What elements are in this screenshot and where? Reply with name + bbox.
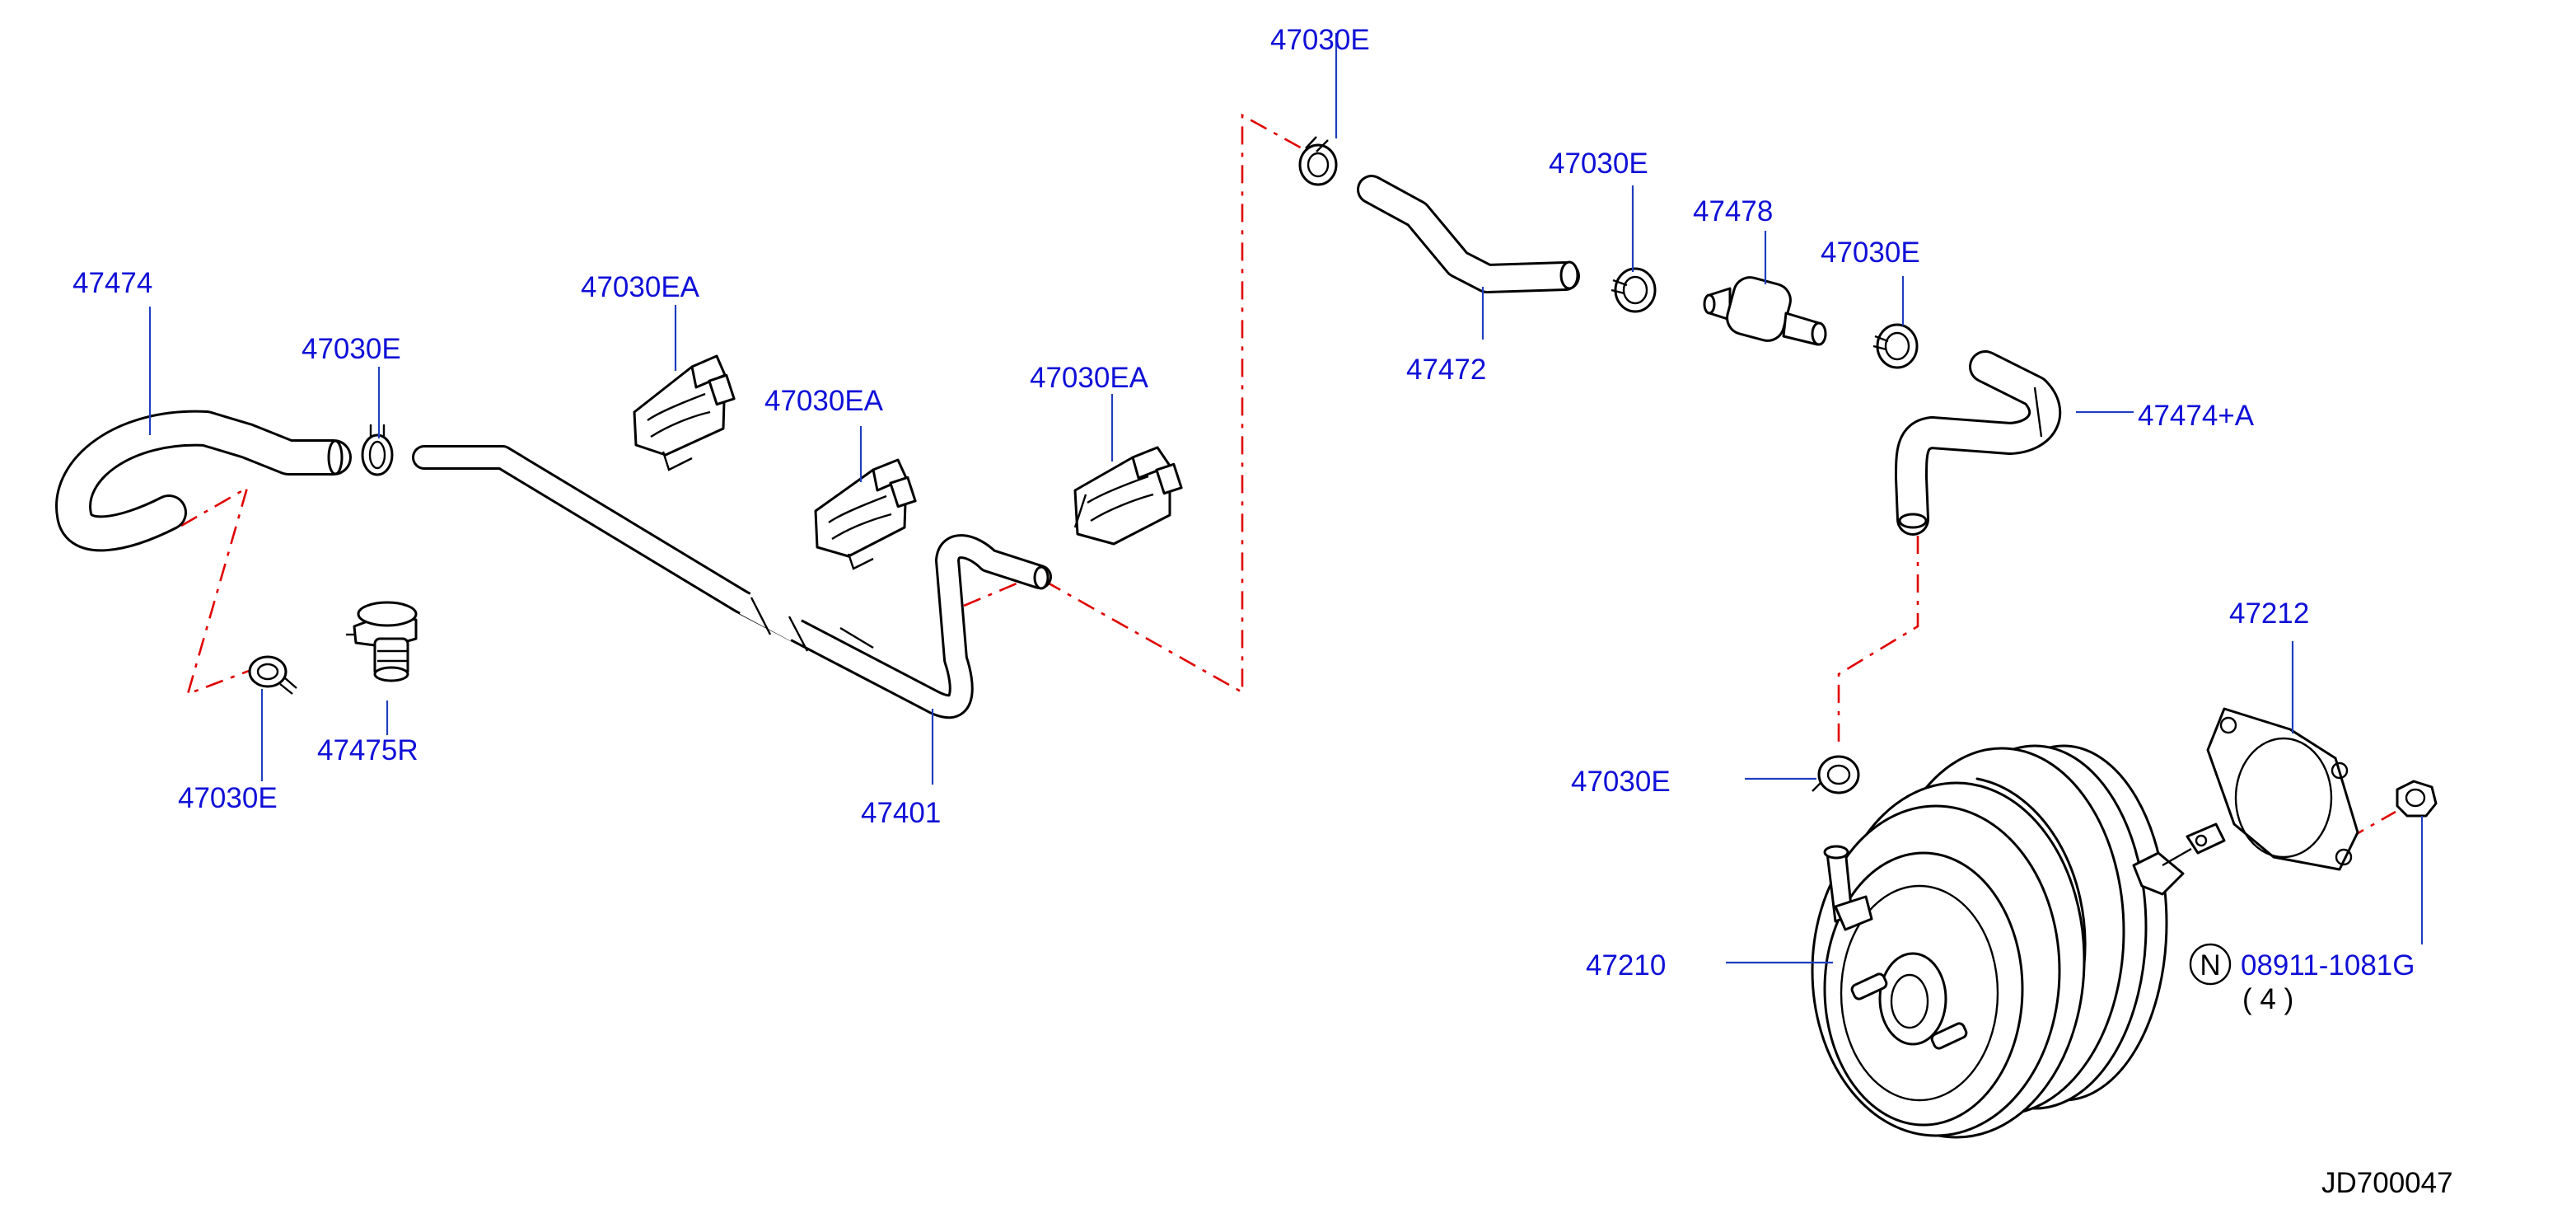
clamp-47030E-booster-part — [1812, 755, 1860, 794]
hose-47472-part — [1357, 175, 1580, 293]
booster-vacuum-fitting — [1823, 845, 1873, 931]
guide-hose-to-booster — [1837, 536, 1919, 742]
clip-47030EA-top-part — [633, 354, 736, 471]
label-47474: 47474 — [72, 267, 152, 299]
label-47210: 47210 — [1586, 949, 1666, 982]
guide-47474-to-clamp — [180, 485, 263, 696]
booster-pushrod — [2132, 822, 2226, 896]
clip-47030EA-mid-part — [814, 458, 917, 570]
label-47030E-bottom-left: 47030E — [178, 782, 278, 814]
clamp-47030E-top-part — [1298, 136, 1338, 186]
hose-47474A-part — [1895, 350, 2062, 536]
label-47030E-top: 47030E — [1270, 24, 1370, 56]
clamp-47030E-mid-part — [1611, 267, 1657, 313]
label-47030E-right: 47030E — [1821, 237, 1920, 269]
label-47030EA-right: 47030EA — [1030, 362, 1149, 394]
nut-symbol-circle — [2189, 943, 2232, 986]
diagram-code: JD700047 — [2321, 1167, 2453, 1199]
label-47030E-mid: 47030E — [1549, 148, 1648, 180]
label-47030EA-mid: 47030EA — [764, 385, 884, 417]
label-nut-quantity: ( 4 ) — [2242, 983, 2293, 1015]
guide-47401-to-clamp-top — [1044, 113, 1315, 695]
label-47030EA-top: 47030EA — [581, 271, 700, 303]
label-nut-part-number: 08911-1081G — [2241, 949, 2415, 982]
clamp-47030E-bottom-left-part — [248, 655, 297, 695]
check-valve-47478-part — [1703, 276, 1827, 346]
label-47030E-booster: 47030E — [1571, 766, 1671, 798]
label-47475R: 47475R — [317, 734, 418, 766]
connector-47475R-part — [346, 601, 418, 682]
label-47474A: 47474+A — [2138, 400, 2255, 432]
label-47212: 47212 — [2229, 597, 2309, 630]
booster-stud — [1850, 972, 1968, 1050]
label-47401: 47401 — [861, 797, 941, 829]
label-47030E-clamp-left: 47030E — [302, 333, 401, 365]
nut-symbol-text: N — [2200, 949, 2220, 982]
leader-lines — [148, 33, 2424, 964]
brake-booster-47210-part — [1811, 744, 2226, 1139]
clip-47030EA-right-part — [1073, 446, 1183, 546]
hose-47474-part — [55, 410, 352, 552]
nut-08911-1081G-part — [2396, 780, 2438, 818]
gasket-47212-part — [2206, 707, 2359, 871]
label-47478: 47478 — [1693, 195, 1773, 227]
hose-47401-part — [412, 445, 1052, 719]
clamp-47030E-right-part — [1872, 323, 1919, 369]
clamp-47030E-left-part — [361, 424, 394, 476]
label-47472: 47472 — [1406, 354, 1486, 386]
guide-47401-to-clip — [963, 571, 1043, 607]
